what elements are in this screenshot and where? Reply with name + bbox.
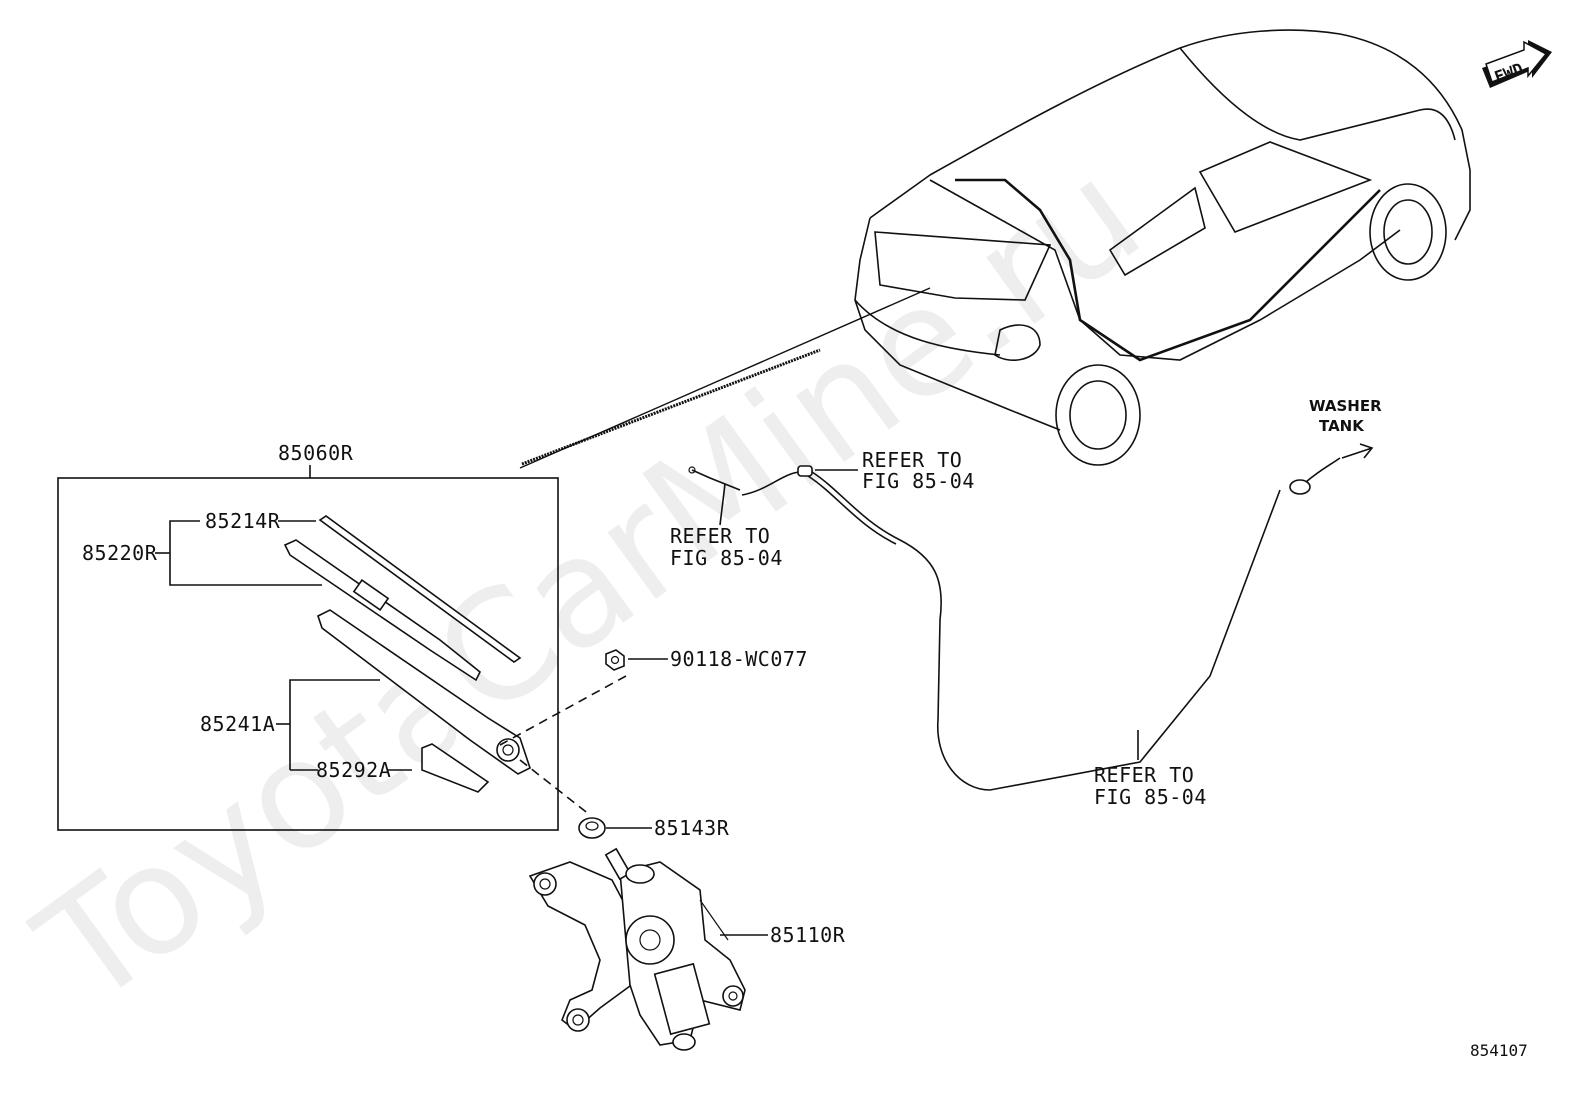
arm-cover — [421, 743, 490, 793]
pivot-cap — [578, 817, 606, 839]
refer-label-2-line2: FIG 85-04 — [862, 469, 975, 493]
refer-label-3-line1: REFER TO — [1094, 763, 1194, 787]
wiper-motor — [528, 847, 746, 1051]
diagram-number: 854107 — [1470, 1041, 1528, 1060]
part-label-85060R: 85060R — [278, 441, 354, 465]
vehicle-outline — [519, 29, 1471, 469]
part-label-85143R: 85143R — [654, 816, 730, 840]
nut — [605, 649, 625, 671]
part-label-85214R: 85214R — [205, 509, 281, 533]
part-label-85110R: 85110R — [770, 923, 846, 947]
wiper-blade — [283, 515, 522, 682]
refer-label-2-line1: REFER TO — [862, 448, 962, 472]
part-label-85241A: 85241A — [200, 712, 275, 736]
washer-tank-line1: WASHER — [1309, 397, 1382, 415]
washer-tank-line2: TANK — [1319, 417, 1365, 435]
fwd-arrow-icon: FWD — [1482, 40, 1552, 88]
part-label-90118-WC077: 90118-WC077 — [670, 647, 808, 671]
part-label-85292A: 85292A — [316, 758, 391, 782]
refer-label-1-line1: REFER TO — [670, 524, 770, 548]
washer-hose — [688, 443, 1374, 791]
part-label-85220R: 85220R — [82, 541, 158, 565]
refer-label-1-line2: FIG 85-04 — [670, 546, 783, 570]
assembly-box — [57, 477, 559, 831]
refer-label-3-line2: FIG 85-04 — [1094, 785, 1207, 809]
